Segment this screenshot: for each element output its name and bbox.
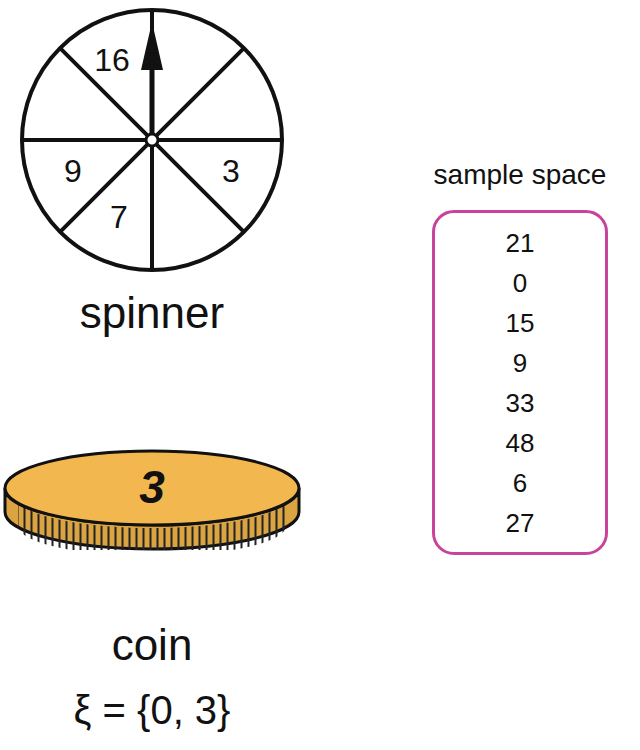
coin-drawing	[0, 451, 304, 550]
sector-number: 16	[94, 43, 130, 78]
sample-space-box: sample space2101593348627	[432, 210, 608, 555]
outcome: 15	[506, 309, 535, 338]
spinner-drawing	[22, 10, 282, 270]
coin-set: ξ = {0, 3}	[74, 688, 231, 732]
spinner-label: spinner	[80, 289, 224, 337]
outcome: 21	[506, 229, 535, 258]
sector-number: 3	[222, 154, 240, 189]
sector-number: 7	[110, 200, 128, 235]
outcome: 48	[506, 429, 535, 458]
sample-space-heading: sample space	[434, 160, 607, 191]
outcome: 27	[506, 509, 535, 538]
outcome: 6	[513, 469, 527, 498]
coin-label: coin	[112, 621, 193, 669]
outcome: 0	[513, 269, 527, 298]
coin-value: 3	[139, 462, 165, 513]
outcome: 33	[506, 389, 535, 418]
outcome: 9	[513, 349, 527, 378]
sector-number: 9	[64, 154, 82, 189]
spinner-circle: 16973spinner	[22, 10, 282, 270]
coin-face: 3coinξ = {0, 3}	[5, 451, 299, 525]
